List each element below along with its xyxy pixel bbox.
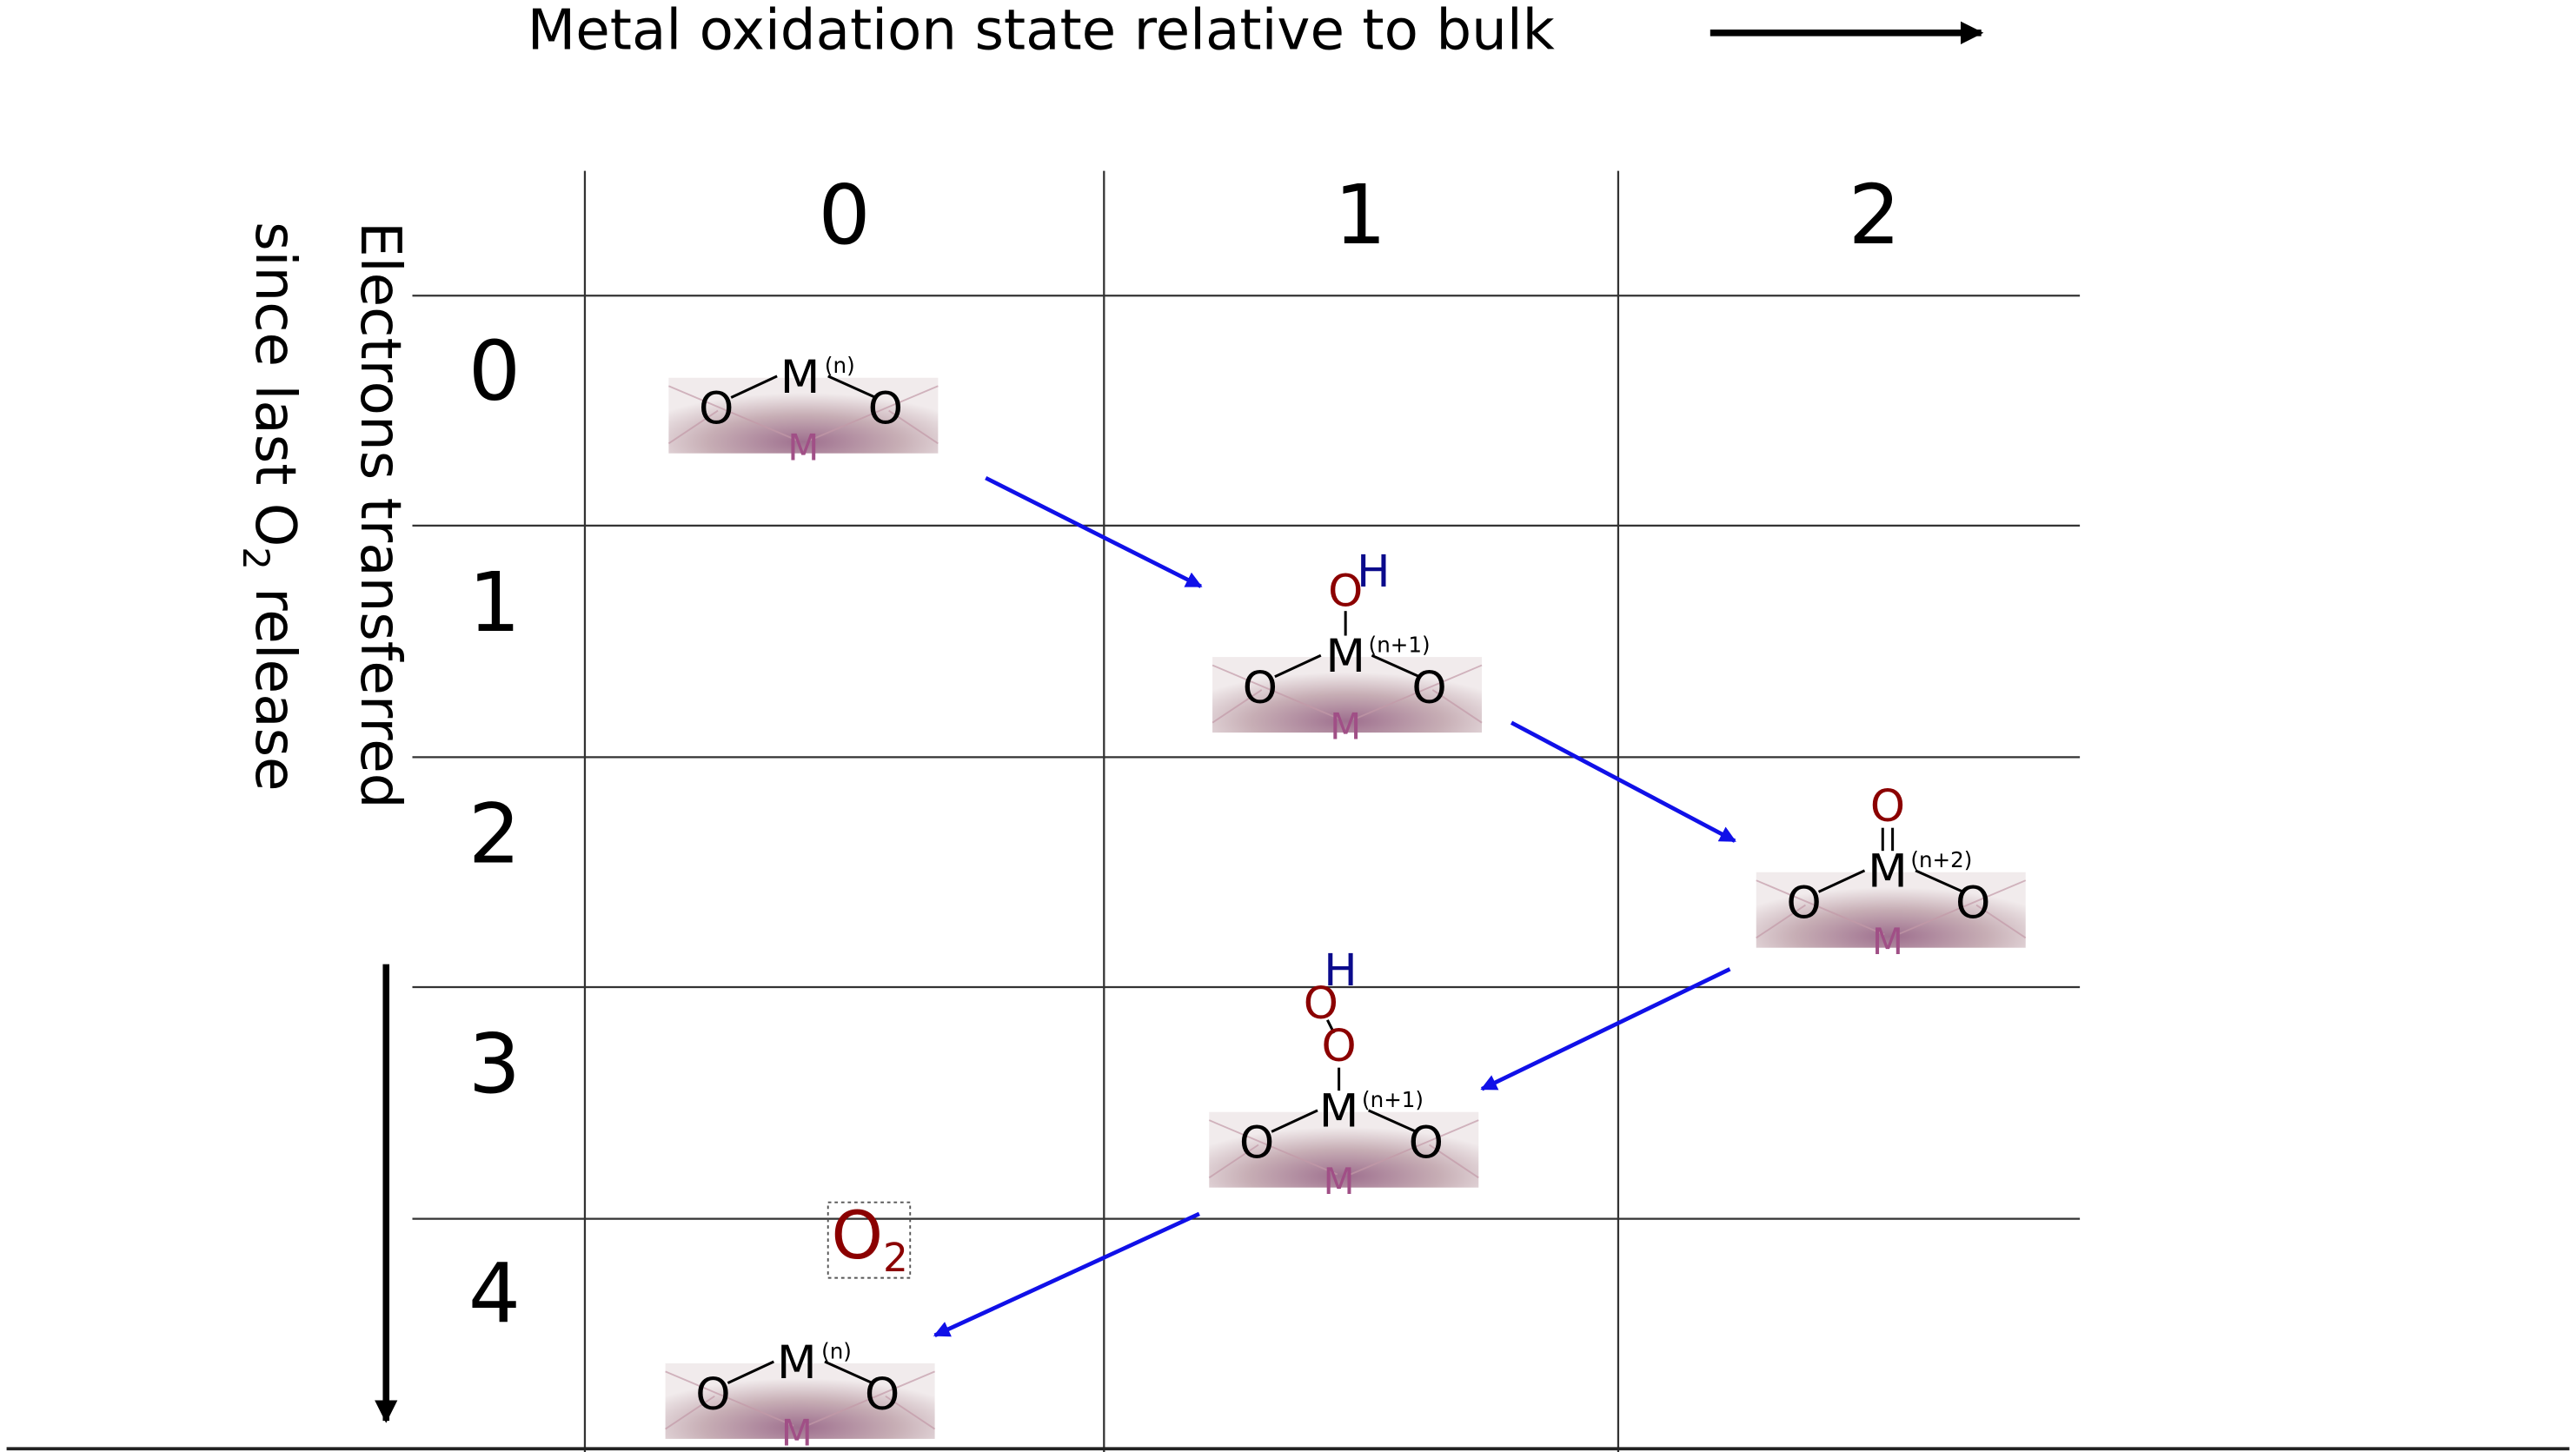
row-header-0: 0 bbox=[468, 323, 521, 419]
oxygen-right: O bbox=[1409, 1118, 1444, 1170]
y-axis-title-2: since last O2 release bbox=[235, 222, 308, 791]
y-axis-title-line2-pre: since last O bbox=[242, 222, 308, 547]
grid bbox=[6, 170, 2570, 1452]
surface-slab bbox=[665, 1362, 935, 1439]
oxygen-left: O bbox=[699, 384, 734, 435]
arrow-step-1 bbox=[985, 475, 1203, 588]
oxygen-right: O bbox=[868, 384, 903, 435]
column-header-2: 2 bbox=[1849, 168, 1901, 263]
released-o2-text: O2 bbox=[832, 1197, 908, 1281]
arrow-step-3 bbox=[1480, 967, 1731, 1091]
adsorbate-oxygen-outer: O bbox=[1304, 978, 1338, 1030]
oxygen-left: O bbox=[695, 1369, 730, 1421]
adsorbate-oxygen: O bbox=[1328, 567, 1363, 618]
released-o2-box bbox=[827, 1201, 912, 1279]
surface-slab bbox=[1212, 657, 1483, 733]
oxygen-left: O bbox=[1239, 1118, 1274, 1170]
column-header-0: 0 bbox=[819, 168, 871, 263]
row-header-4: 4 bbox=[468, 1247, 521, 1343]
oxygen-left: O bbox=[1786, 878, 1821, 930]
column-header-1: 1 bbox=[1334, 168, 1386, 263]
surface-metal: M bbox=[781, 1411, 813, 1452]
species-oxo: O O M (n+2) O M bbox=[1756, 781, 2027, 963]
x-axis-title: Metal oxidation state relative to bulk bbox=[528, 0, 1556, 63]
charge-label: (n+1) bbox=[1369, 632, 1431, 657]
surface-metal: M bbox=[1324, 1160, 1355, 1203]
adsorbate-hydrogen: H bbox=[1324, 945, 1357, 997]
reaction-arrows bbox=[933, 475, 1736, 1337]
oxygen-right: O bbox=[1411, 663, 1446, 714]
surface-slab bbox=[1209, 1111, 1479, 1188]
species-bare-site-regenerated: O O M (n) M bbox=[665, 1336, 936, 1452]
species-hydroxide: O O M (n+1) O H M bbox=[1212, 547, 1483, 748]
adsorbate-hydrogen: H bbox=[1357, 547, 1390, 598]
row-header-1: 1 bbox=[468, 555, 521, 651]
charge-label: (n) bbox=[825, 353, 855, 378]
oxygen-right: O bbox=[1955, 878, 1990, 930]
charge-label: (n) bbox=[821, 1338, 852, 1363]
metal-center: M bbox=[1319, 1085, 1359, 1138]
charge-label: (n+1) bbox=[1362, 1087, 1424, 1112]
arrow-step-2 bbox=[1510, 720, 1736, 843]
metal-center: M bbox=[777, 1336, 817, 1389]
surface-slab bbox=[1756, 872, 2026, 948]
adsorbate-oxygen: O bbox=[1870, 781, 1905, 832]
surface-slab bbox=[668, 377, 939, 454]
row-header-3: 3 bbox=[468, 1017, 521, 1112]
oxygen-right: O bbox=[865, 1369, 900, 1421]
released-o2: O2 bbox=[827, 1197, 912, 1281]
surface-metal: M bbox=[1330, 706, 1361, 748]
arrow-step-4 bbox=[933, 1211, 1200, 1337]
metal-center: M bbox=[1325, 630, 1365, 683]
charge-label: (n+2) bbox=[1910, 847, 1972, 872]
y-axis-title-line2: since last O2 release bbox=[235, 222, 308, 791]
released-o2-symbol: O bbox=[832, 1197, 884, 1274]
surface-metal: M bbox=[787, 426, 819, 468]
oxygen-left: O bbox=[1243, 663, 1278, 714]
row-header-2: 2 bbox=[468, 786, 521, 882]
y-axis-title-line2-sub: 2 bbox=[235, 547, 277, 569]
adsorbate-oxygen-inner: O bbox=[1322, 1021, 1357, 1072]
species-bare-site: O O M (n) M bbox=[667, 351, 939, 468]
y-axis-title: Electrons transferred bbox=[348, 222, 413, 808]
metal-center: M bbox=[780, 351, 820, 404]
metal-center: M bbox=[1868, 845, 1908, 898]
y-axis-title-line2-post: release bbox=[242, 570, 308, 792]
released-o2-subscript: 2 bbox=[883, 1235, 908, 1281]
y-axis-title-line1: Electrons transferred bbox=[348, 222, 413, 808]
surface-metal: M bbox=[1872, 920, 1903, 963]
species-hydroperoxide: O O M (n+1) O O H M bbox=[1208, 945, 1479, 1203]
